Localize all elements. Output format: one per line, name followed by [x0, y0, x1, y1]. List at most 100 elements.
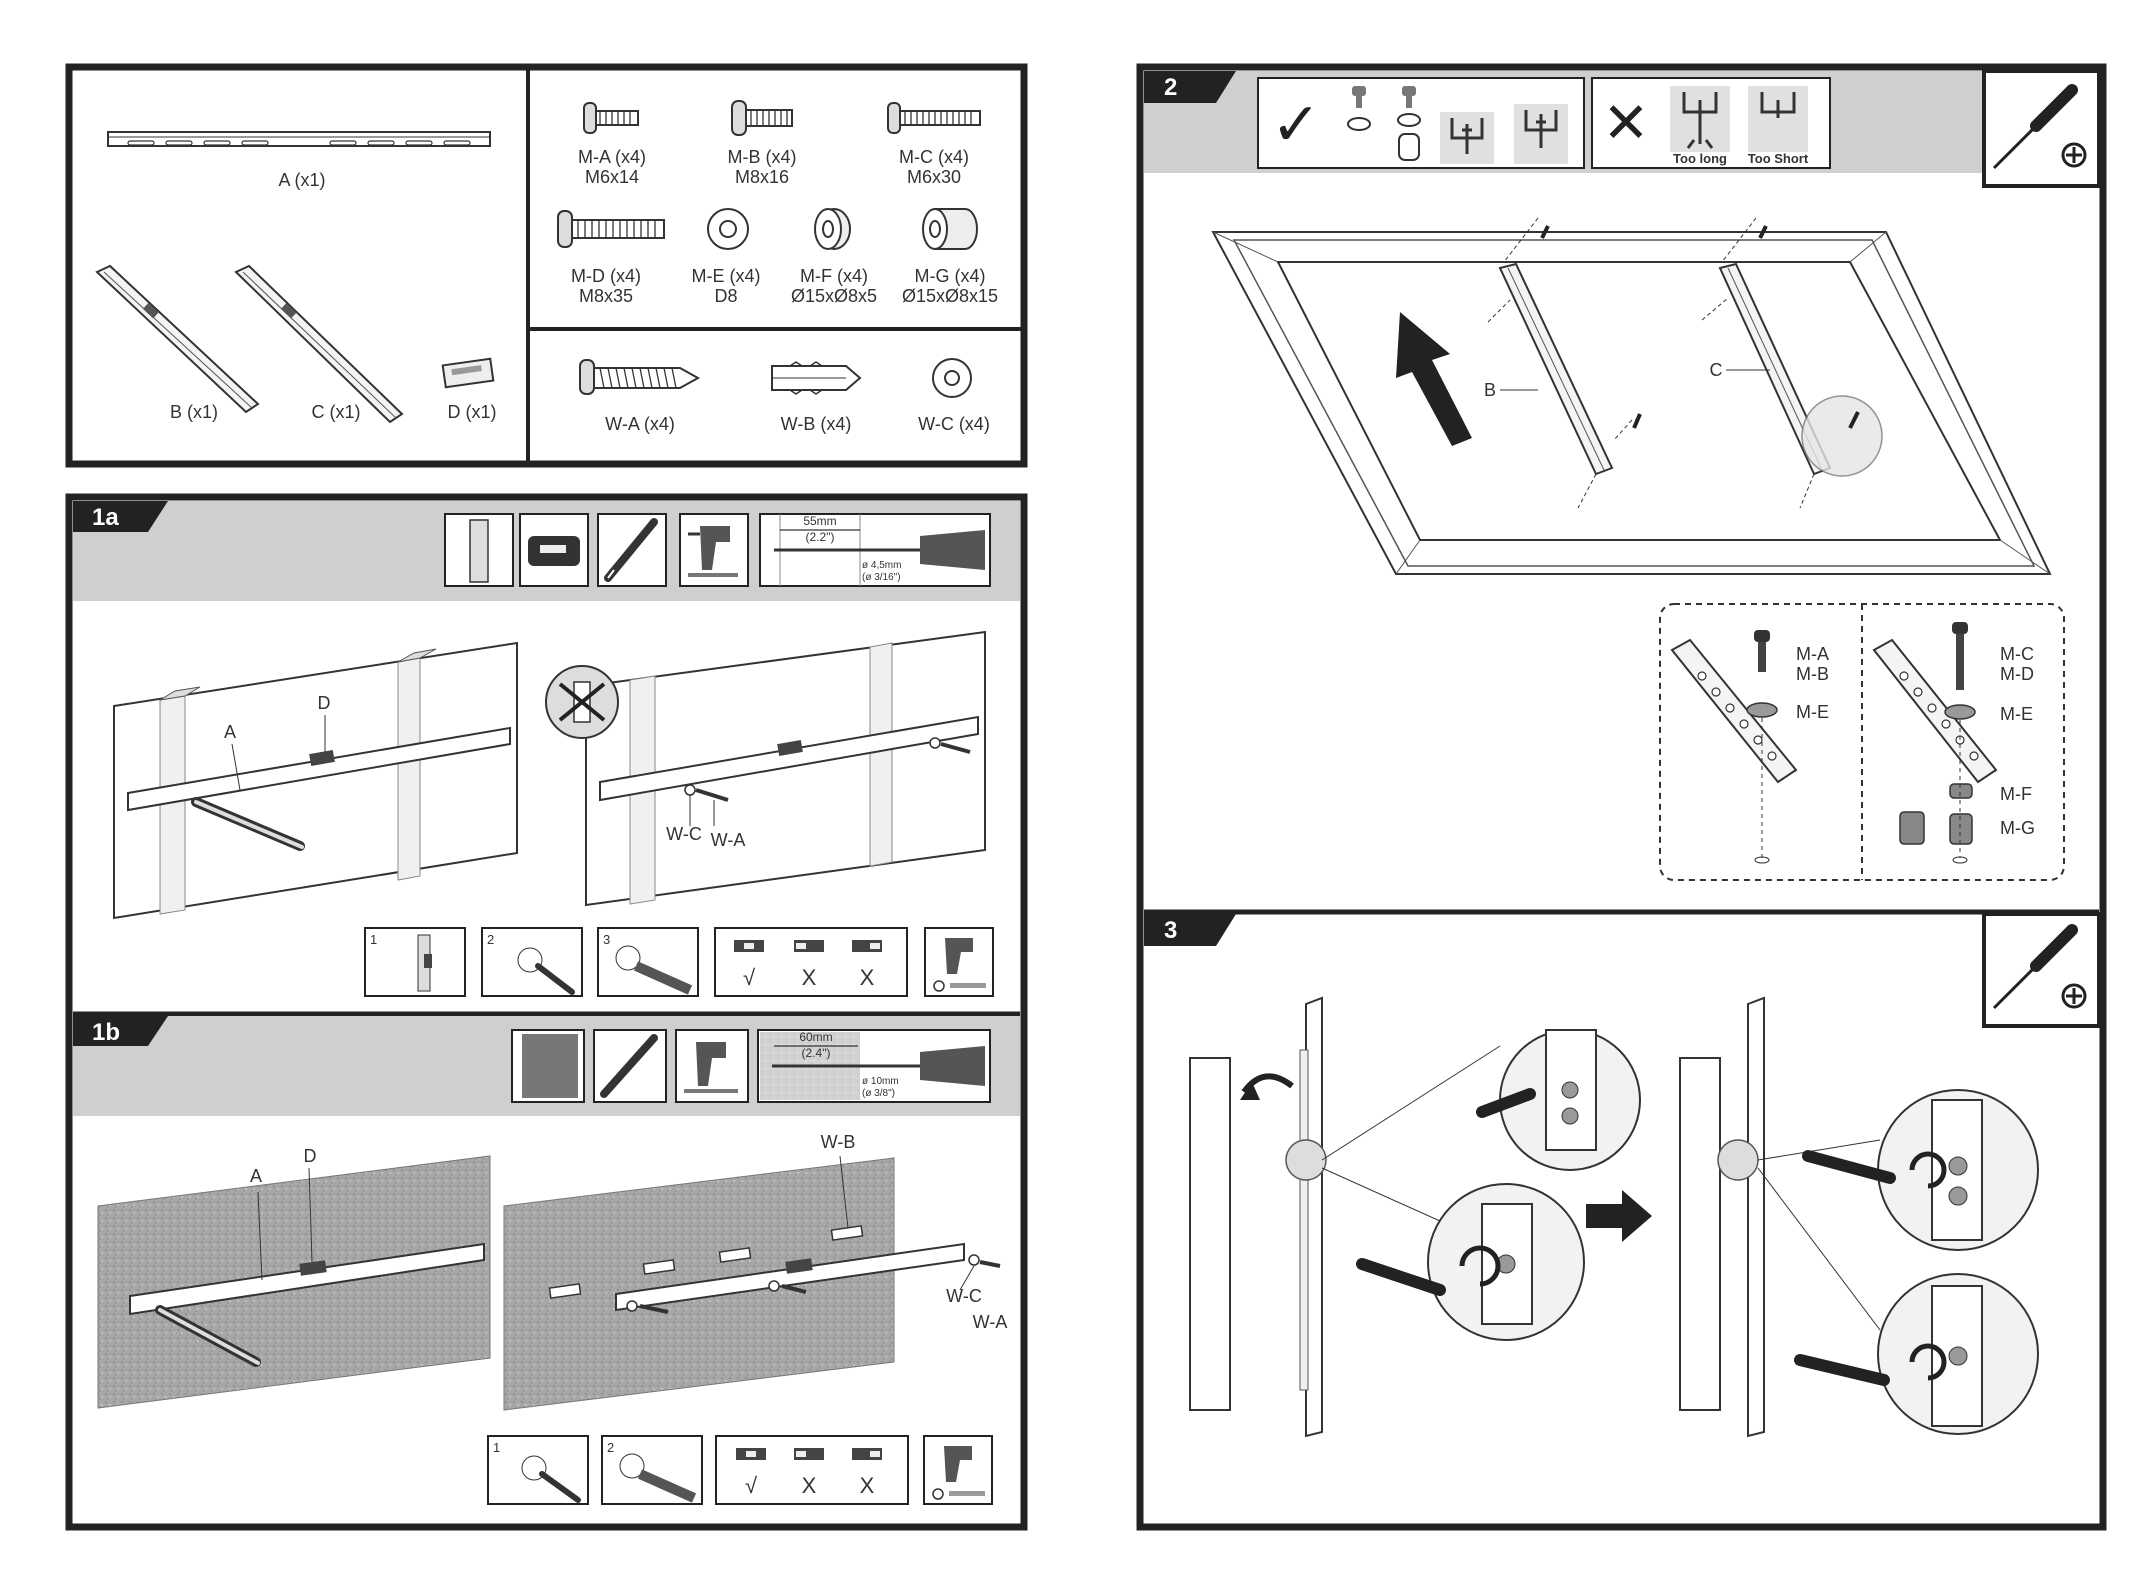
screw-m-a-size: M6x14 — [585, 167, 639, 187]
step-1a-depth-in: (2.2") — [806, 530, 835, 544]
step-1b-level-check: √ X X — [715, 1435, 909, 1505]
step-1a-substeps: 1 2 3 — [364, 927, 699, 997]
step-2-callout-c: C — [1710, 360, 1723, 380]
spacer-m-g-icon — [922, 208, 978, 250]
bad-cross-icon: ✕ — [1603, 91, 1650, 154]
step-1b-callout-washer: W-C — [946, 1286, 982, 1306]
step-1b-callout-anchor: W-B — [821, 1132, 856, 1152]
arm-c-label: C (x1) — [312, 402, 361, 422]
step-1a-level-check: √ X X — [714, 927, 908, 997]
step-1a-callout-rail: A — [224, 722, 236, 742]
detail-right-label-4: M-F — [2000, 784, 2032, 804]
step-1b-bit-mm: ø 10mm — [862, 1076, 899, 1087]
step-3-badge: 3 — [1164, 917, 1177, 944]
stud-finder-icon — [519, 513, 589, 587]
screw-m-b-size: M8x16 — [735, 167, 789, 187]
step-1b-badge-bg — [73, 1016, 168, 1046]
washer-w-c-icon — [932, 358, 972, 398]
detail-right-label-5: M-G — [2000, 818, 2035, 838]
step-1-panel: 1a 55mm (2. — [65, 493, 1028, 1531]
step-1a-mark-wall-drawing — [113, 641, 518, 920]
level-check-1b-bad-2: X — [860, 1473, 875, 1498]
ok-check-icon: ✓ — [1271, 91, 1321, 158]
step-1b-depth-mm: 60mm — [799, 1030, 832, 1044]
step-1b-drill-final-icon — [923, 1435, 993, 1505]
detail-right-label-1: M-C — [2000, 644, 2034, 664]
spacer-m-g-size: Ø15xØ8x15 — [902, 286, 998, 306]
screwdriver-icon-step-3 — [1982, 912, 2101, 1028]
arm-b-label: B (x1) — [170, 402, 218, 422]
washer-w-c-label: W-C (x4) — [918, 414, 990, 434]
step-1b-badge: 1b — [92, 1019, 120, 1046]
step-1a-callout-screw: W-A — [711, 830, 746, 850]
detail-left-label-3: M-E — [1796, 702, 1829, 722]
step-1a-substep-3: 3 — [603, 932, 610, 947]
spacer-m-g-name: M-G (x4) — [915, 266, 986, 286]
washer-m-e-size: D8 — [714, 286, 737, 306]
screw-m-c-size: M6x30 — [907, 167, 961, 187]
detail-right-label-3: M-E — [2000, 704, 2033, 724]
step-1b-callout-level: D — [304, 1146, 317, 1166]
screw-m-a-name: M-A (x4) — [578, 147, 646, 167]
wall-anchor-w-b-label: W-B (x4) — [781, 414, 852, 434]
step-1a-badge-bg — [73, 501, 168, 532]
wood-screw-w-a-label: W-A (x4) — [605, 414, 675, 434]
step-1a-substep-1: 1 — [370, 932, 377, 947]
concrete-wall-icon — [511, 1029, 585, 1103]
rail-a-illustration — [107, 131, 491, 147]
screw-length-bad-panel: ✕ Too long Too Short — [1591, 77, 1831, 169]
step-1a-substep-2: 2 — [487, 932, 494, 947]
spacer-m-f-icon — [814, 208, 851, 250]
no-anchor-icon — [545, 665, 619, 739]
step-1b-substeps: 1 2 — [487, 1435, 703, 1505]
step-2-callout-b: B — [1484, 380, 1496, 400]
pencil-icon-1b — [593, 1029, 667, 1103]
screw-m-a-icon — [583, 102, 639, 134]
detail-left-label-2: M-B — [1796, 664, 1829, 684]
spacer-m-f-size: Ø15xØ8x5 — [791, 286, 877, 306]
too-long-label: Too long — [1673, 151, 1727, 166]
level-check-1b-bad-1: X — [802, 1473, 817, 1498]
drill-depth-icon-1b: 60mm (2.4") ø 10mm (ø 3/8") — [757, 1029, 991, 1103]
pencil-icon — [597, 513, 667, 587]
spacer-m-f-name: M-F (x4) — [800, 266, 868, 286]
step-3-right-arrow-icon — [1586, 1190, 1652, 1242]
tv-up-arrow-icon — [1396, 312, 1472, 446]
screw-m-d-icon — [557, 210, 665, 248]
detail-left-label-1: M-A — [1796, 644, 1829, 664]
step-1b-substep-2: 2 — [607, 1440, 614, 1455]
screw-m-c-icon — [887, 102, 981, 134]
arm-c-illustration — [234, 264, 404, 424]
detail-right-label-2: M-D — [2000, 664, 2034, 684]
wood-stud-icon — [444, 513, 514, 587]
drill-icon-1b — [675, 1029, 749, 1103]
tv-back-drawing — [1211, 217, 2052, 575]
screw-length-ok-panel: ✓ — [1257, 77, 1585, 169]
washer-m-e-name: M-E (x4) — [692, 266, 761, 286]
step-1a-callout-level: D — [318, 693, 331, 713]
wall-anchor-w-b-icon — [771, 361, 862, 395]
step-1b-substep-1: 1 — [493, 1440, 500, 1455]
step-1a-depth-mm: 55mm — [803, 514, 836, 528]
level-check-bad-2: X — [860, 965, 875, 990]
step-1b-mark-wall-drawing — [97, 1155, 491, 1409]
wood-screw-w-a-icon — [579, 359, 701, 395]
screw-m-c-name: M-C (x4) — [899, 147, 969, 167]
level-check-ok: √ — [743, 965, 756, 990]
screw-m-b-name: M-B (x4) — [728, 147, 797, 167]
screw-m-d-name: M-D (x4) — [571, 266, 641, 286]
step-2-screw-detail: M-A M-B M-E M-C M-D M-E M-F M-G — [1659, 603, 2065, 881]
screwdriver-icon-step-2 — [1982, 69, 2101, 188]
screw-m-d-size: M8x35 — [579, 286, 633, 306]
step-3-badge-bg — [1144, 914, 1236, 946]
step-2-badge-bg — [1144, 71, 1236, 103]
washer-m-e-icon — [707, 208, 749, 250]
drill-icon — [679, 513, 749, 587]
level-check-bad-1: X — [802, 965, 817, 990]
step-1b-callout-screw: W-A — [973, 1312, 1008, 1332]
step-1b-depth-in: (2.4") — [802, 1046, 831, 1060]
step-1b-fix-rail-drawing — [503, 1155, 1001, 1411]
step-1b-bit-in: (ø 3/8") — [862, 1088, 895, 1099]
